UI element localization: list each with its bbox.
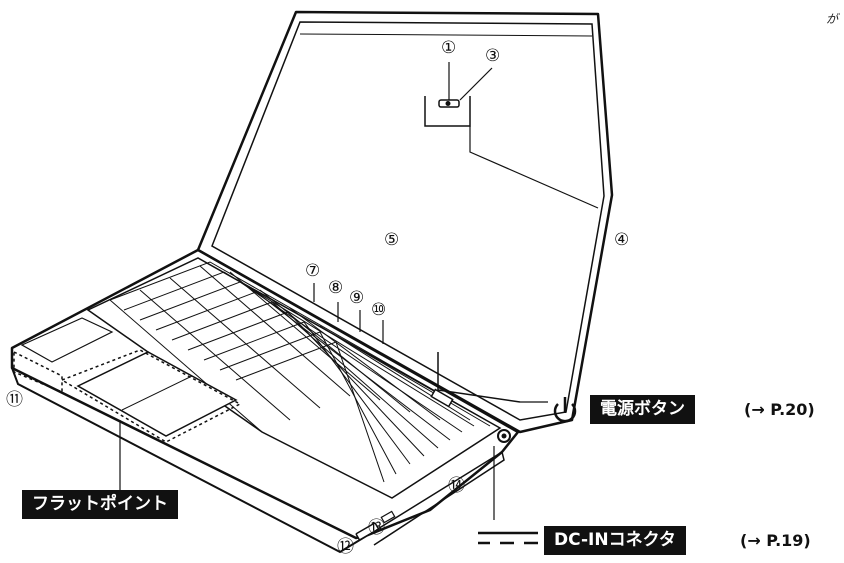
callout-11: ⑪ [6, 390, 23, 410]
flat-point-label: フラットポイント [22, 490, 178, 519]
callout-12: ⑫ [337, 537, 354, 557]
callout-10: ⑩ [371, 300, 387, 320]
callout-5: ⑤ [384, 230, 400, 250]
callout-4: ④ [614, 230, 630, 250]
callout-13: ⑬ [368, 518, 385, 538]
dc-symbol-icon [478, 531, 538, 545]
callout-14: ⑭ [448, 476, 465, 496]
power-symbol-icon [553, 397, 577, 423]
power-button-page-ref: (→ P.20) [744, 400, 815, 419]
callout-3: ③ [485, 46, 501, 66]
keyboard-keys [109, 261, 491, 483]
touchpad [76, 351, 238, 437]
corner-fragment: が [826, 12, 839, 26]
callout-7: ⑦ [305, 261, 321, 281]
callout-8: ⑧ [328, 278, 344, 298]
dc-in-label: DC-INコネクタ [544, 526, 686, 555]
keyboard-area [86, 257, 502, 499]
callout-1: ① [441, 38, 457, 58]
power-button-shape [430, 388, 454, 408]
callout-9: ⑨ [349, 288, 365, 308]
power-button-label: 電源ボタン [590, 395, 695, 424]
dc-in-page-ref: (→ P.19) [740, 531, 811, 550]
